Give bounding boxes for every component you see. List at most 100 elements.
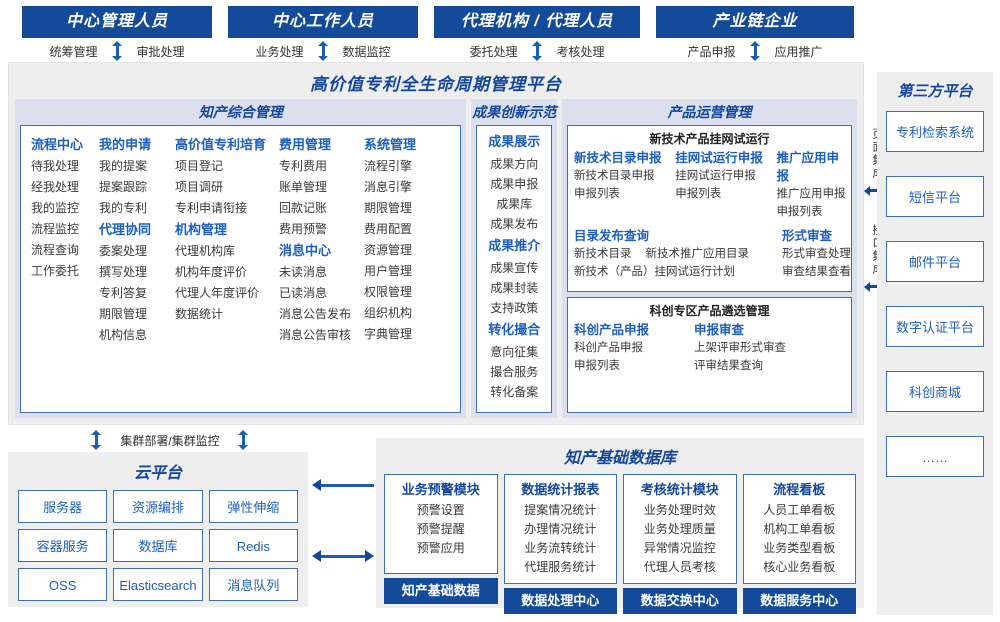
product-col-1-0: 科创产品申报科创产品申报申报列表 xyxy=(574,321,694,375)
database-item-1-2[interactable]: 业务流转统计 xyxy=(524,541,597,555)
product-item2-b[interactable]: 新技术推广应用目录 xyxy=(645,248,750,260)
database-foot-0[interactable]: 知产基础数据 xyxy=(384,578,498,604)
cloud-cell-1[interactable]: 资源编排 xyxy=(113,490,203,523)
product-item2-0-1-0[interactable]: 形式审查处理 xyxy=(782,248,851,260)
ipm-item-1-6[interactable]: 撰写处理 xyxy=(99,265,148,279)
ipm-item-1-5[interactable]: 委案处理 xyxy=(99,244,148,258)
innovation-item-2-0[interactable]: 意向征集 xyxy=(490,345,539,359)
product-item-0-2-0[interactable]: 推广应用申报 xyxy=(776,188,846,200)
cloud-cell-5[interactable]: Redis xyxy=(208,529,298,562)
database-foot-1[interactable]: 数据处理中心 xyxy=(503,588,617,614)
database-item-0-2[interactable]: 预警应用 xyxy=(416,541,465,555)
ipm-item-2-7[interactable]: 代理人年度评价 xyxy=(175,286,260,300)
database-item-1-1[interactable]: 办理情况统计 xyxy=(524,522,597,536)
ipm-item-0-5[interactable]: 流程查询 xyxy=(31,243,80,257)
cloud-cell-6[interactable]: OSS xyxy=(18,568,108,601)
cloud-cell-4[interactable]: 数据库 xyxy=(113,529,203,562)
ipm-item-0-6[interactable]: 工作委托 xyxy=(31,264,80,278)
third-party-item-5[interactable]: …… xyxy=(886,436,984,477)
product-item-1-1-0[interactable]: 上架评审形式审查 xyxy=(694,342,786,355)
database-item-3-2[interactable]: 业务类型看板 xyxy=(763,541,836,555)
ipm-item-0-2[interactable]: 经我处理 xyxy=(31,180,80,194)
ipm-item-1-7[interactable]: 专利答复 xyxy=(99,286,148,300)
ipm-item-3-2[interactable]: 账单管理 xyxy=(279,180,328,194)
database-item-3-3[interactable]: 核心业务看板 xyxy=(763,560,836,574)
ipm-item-3-7[interactable]: 已读消息 xyxy=(279,286,328,300)
ipm-item-4-8[interactable]: 组织机构 xyxy=(364,306,413,320)
third-party-item-0[interactable]: 专利检索系统 xyxy=(886,111,984,152)
product-item-0-2-1[interactable]: 申报列表 xyxy=(776,206,823,218)
innovation-item-1-0[interactable]: 成果宣传 xyxy=(490,261,539,275)
database-item-2-0[interactable]: 业务处理时效 xyxy=(643,503,716,517)
ipm-item-4-5[interactable]: 资源管理 xyxy=(364,243,413,257)
third-party-item-1[interactable]: 短信平台 xyxy=(886,176,984,217)
ipm-item-1-8[interactable]: 期限管理 xyxy=(99,307,148,321)
ipm-item-4-1[interactable]: 流程引擎 xyxy=(364,159,413,173)
ipm-item-4-3[interactable]: 期限管理 xyxy=(364,201,413,215)
ipm-item-4-9[interactable]: 字典管理 xyxy=(364,327,413,341)
innovation-item-2-1[interactable]: 撮合服务 xyxy=(490,365,539,379)
innovation-item-1-1[interactable]: 成果封装 xyxy=(490,281,539,295)
innovation-item-0-3[interactable]: 成果发布 xyxy=(490,217,539,231)
innovation-item-2-2[interactable]: 转化备案 xyxy=(490,385,539,399)
product-item2-a[interactable]: 新技术目录 xyxy=(574,248,632,260)
ipm-item-4-4[interactable]: 费用配置 xyxy=(364,222,413,236)
ipm-item-0-3[interactable]: 我的监控 xyxy=(31,201,80,215)
ipm-item-2-8[interactable]: 数据统计 xyxy=(175,307,224,321)
database-item-0-1[interactable]: 预警提醒 xyxy=(416,522,465,536)
third-party-item-2[interactable]: 邮件平台 xyxy=(886,241,984,282)
database-item-1-0[interactable]: 提案情况统计 xyxy=(524,503,597,517)
product-item-0-1-1[interactable]: 申报列表 xyxy=(675,188,722,200)
ipm-item-3-9[interactable]: 消息公告审核 xyxy=(279,328,352,342)
database-item-3-1[interactable]: 机构工单看板 xyxy=(763,522,836,536)
ipm-item-3-6[interactable]: 未读消息 xyxy=(279,265,328,279)
product-item-1-0-0[interactable]: 科创产品申报 xyxy=(574,342,643,355)
ipm-item-4-2[interactable]: 消息引擎 xyxy=(364,180,413,194)
ipm-item-1-9[interactable]: 机构信息 xyxy=(99,328,148,342)
product-item2-0-0-0[interactable]: 新技术目录 新技术推广应用目录 xyxy=(574,245,782,263)
ipm-item-3-1[interactable]: 专利费用 xyxy=(279,159,328,173)
ipm-item-0-4[interactable]: 流程监控 xyxy=(31,222,80,236)
database-item-2-3[interactable]: 代理人员考核 xyxy=(643,560,716,574)
ipm-item-2-1[interactable]: 项目登记 xyxy=(175,159,224,173)
ipm-item-2-2[interactable]: 项目调研 xyxy=(175,180,224,194)
product-item-1-1-1[interactable]: 评审结果查询 xyxy=(694,360,763,373)
ipm-item-1-3[interactable]: 我的专利 xyxy=(99,201,148,215)
ipm-item-2-6[interactable]: 机构年度评价 xyxy=(175,265,248,279)
cloud-cell-8[interactable]: 消息队列 xyxy=(208,568,298,601)
ipm-item-4-6[interactable]: 用户管理 xyxy=(364,264,413,278)
product-item-0-1-0[interactable]: 挂网试运行申报 xyxy=(675,170,756,182)
ipm-item-2-3[interactable]: 专利申请衔接 xyxy=(175,201,248,215)
ipm-item-4-7[interactable]: 权限管理 xyxy=(364,285,413,299)
ipm-item-0-1[interactable]: 待我处理 xyxy=(31,159,80,173)
ipm-item-1-2[interactable]: 提案跟踪 xyxy=(99,180,148,194)
database-item-2-2[interactable]: 异常情况监控 xyxy=(643,541,716,555)
database-item-1-3[interactable]: 代理服务统计 xyxy=(524,560,597,574)
cloud-cell-7[interactable]: Elasticsearch xyxy=(113,568,203,601)
ipm-item-1-1[interactable]: 我的提案 xyxy=(99,159,148,173)
database-item-2-1[interactable]: 业务处理质量 xyxy=(643,522,716,536)
database-item-3-0[interactable]: 人员工单看板 xyxy=(763,503,836,517)
product-item-1-0-1[interactable]: 申报列表 xyxy=(574,360,620,373)
ipm-item-3-8[interactable]: 消息公告发布 xyxy=(279,307,352,321)
ipm-item-3-3[interactable]: 回款记账 xyxy=(279,201,328,215)
third-party-item-4[interactable]: 科创商城 xyxy=(886,371,984,412)
ipm-item-3-4[interactable]: 费用预警 xyxy=(279,222,328,236)
cloud-cell-3[interactable]: 容器服务 xyxy=(18,529,108,562)
ipm-item-2-5[interactable]: 代理机构库 xyxy=(175,244,236,258)
product-item2-c[interactable]: 新技术（产品）挂网试运行计划 xyxy=(574,266,735,278)
innovation-item-0-1[interactable]: 成果申报 xyxy=(490,177,539,191)
database-foot-3[interactable]: 数据服务中心 xyxy=(742,588,856,614)
product-item2-0-1-1[interactable]: 审查结果查看 xyxy=(782,266,851,278)
innovation-item-0-2[interactable]: 成果库 xyxy=(496,197,533,211)
innovation-item-1-2[interactable]: 支持政策 xyxy=(490,301,539,315)
cloud-cell-0[interactable]: 服务器 xyxy=(18,490,108,523)
third-party-item-3[interactable]: 数字认证平台 xyxy=(886,306,984,347)
cloud-cell-2[interactable]: 弹性伸缩 xyxy=(208,490,298,523)
product-item-0-0-1[interactable]: 申报列表 xyxy=(574,188,620,200)
database-foot-2[interactable]: 数据交换中心 xyxy=(623,588,737,614)
database-item-0-0[interactable]: 预警设置 xyxy=(416,503,465,517)
product-item-0-0-0[interactable]: 新技术目录申报 xyxy=(574,170,655,182)
product-subbox-title-1: 科创专区产品遴选管理 xyxy=(649,304,770,319)
innovation-item-0-0[interactable]: 成果方向 xyxy=(490,157,539,171)
